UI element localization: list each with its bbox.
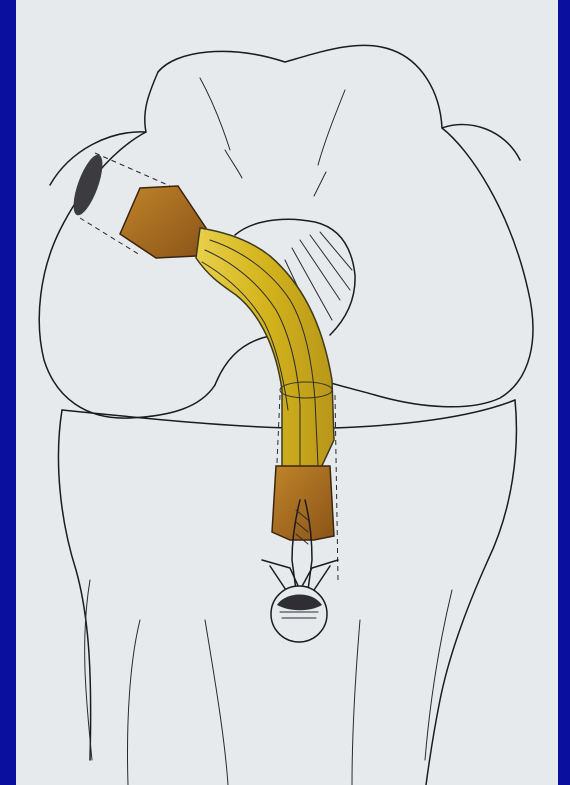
knee-graft-illustration	[16, 0, 558, 785]
fixation-button	[271, 586, 327, 642]
tibial-tunnel-right	[335, 395, 338, 580]
drawing-photo	[16, 0, 558, 785]
bone-block-tibial	[272, 466, 334, 540]
bone-block-femoral	[120, 186, 206, 258]
tendon-graft	[196, 228, 334, 470]
